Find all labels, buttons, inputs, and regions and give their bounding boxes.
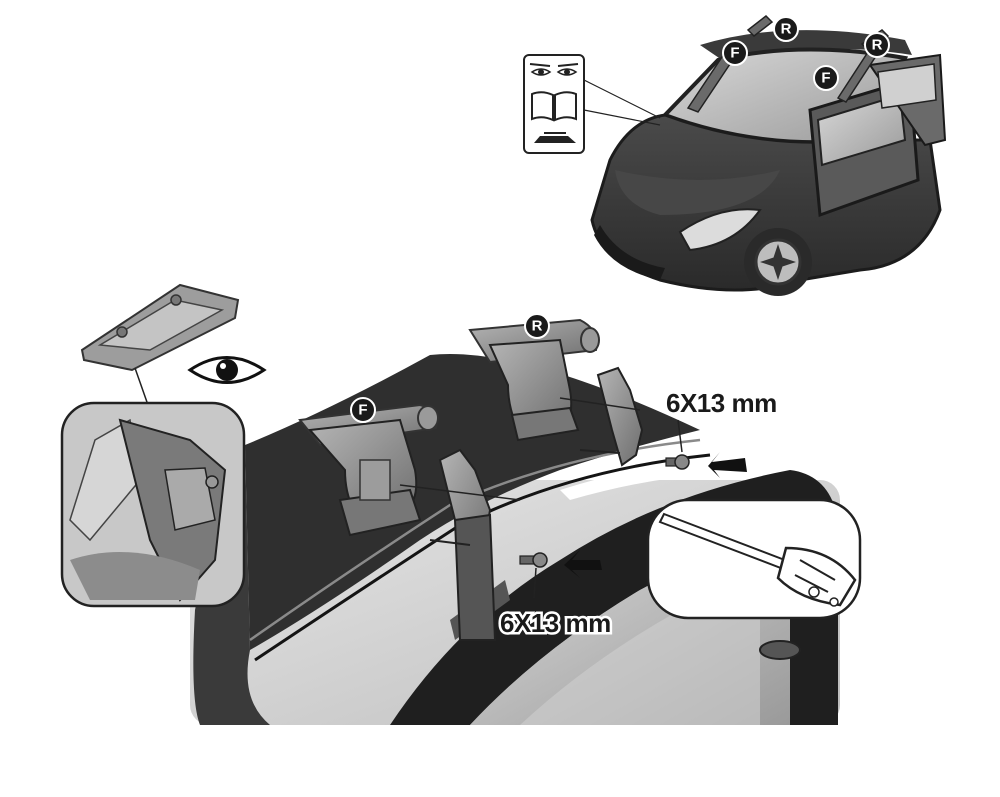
eye-icon <box>187 356 267 384</box>
svg-text:F: F <box>730 45 739 62</box>
rear-foot-assembly <box>468 318 644 467</box>
svg-text:R: R <box>532 318 543 335</box>
svg-text:F: F <box>821 70 830 87</box>
svg-text:R: R <box>781 21 792 38</box>
foot-pad-part <box>80 283 240 406</box>
front-foot-assembly <box>298 403 521 641</box>
rear-marker-badge-car-1: R <box>773 16 799 42</box>
car-overview <box>590 15 947 296</box>
screw-size-label-bottom: 6X13 mm <box>500 608 611 638</box>
eyes-icon <box>529 63 579 76</box>
screwdriver-inset <box>646 498 862 620</box>
screw-top <box>665 419 690 470</box>
svg-text:F: F <box>358 402 367 419</box>
screwdriver-icon <box>658 512 857 607</box>
clamp-detail-inset <box>60 401 246 608</box>
arrow-icon <box>708 452 747 478</box>
front-marker-badge-car-1: F <box>722 40 748 66</box>
front-marker-badge-car-2: F <box>813 65 839 91</box>
screw-bottom <box>519 552 548 599</box>
rear-marker-badge-foot: R <box>524 313 550 339</box>
car-with-roof-rack-icon <box>534 132 576 143</box>
rear-marker-badge-car-2: R <box>864 32 890 58</box>
instructions-panel <box>523 54 661 154</box>
open-book-icon <box>531 91 577 122</box>
front-marker-badge-foot: F <box>350 397 376 423</box>
arrow-icon <box>564 550 602 578</box>
screw-size-label-top: 6X13 mm <box>666 388 777 418</box>
svg-text:R: R <box>872 37 883 54</box>
